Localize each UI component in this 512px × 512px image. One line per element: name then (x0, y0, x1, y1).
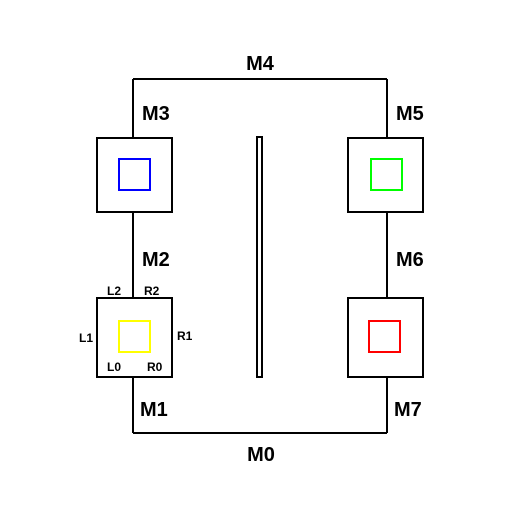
node-top-right (347, 137, 424, 213)
node-bottom-right (347, 297, 424, 378)
segment-label-m6: M6 (396, 249, 424, 271)
segment-label-m7: M7 (394, 399, 422, 421)
segment-label-m2: M2 (142, 249, 170, 271)
center-divider (256, 136, 263, 378)
segment-label-m5: M5 (396, 103, 424, 125)
port-label-l2: L2 (107, 284, 121, 298)
node-bottom-left-indicator (118, 320, 151, 353)
port-label-l0: L0 (107, 360, 121, 374)
segment-label-m4: M4 (246, 53, 275, 75)
port-label-l1: L1 (79, 331, 93, 345)
port-label-r0: R0 (147, 360, 163, 374)
node-bottom-right-indicator (368, 320, 401, 353)
node-top-right-indicator (370, 158, 403, 191)
port-label-r1: R1 (177, 329, 193, 343)
segment-label-m0: M0 (247, 444, 275, 466)
segment-label-m3: M3 (142, 103, 170, 125)
node-bottom-left (96, 297, 173, 378)
segment-label-m1: M1 (140, 399, 168, 421)
port-label-r2: R2 (144, 284, 160, 298)
node-top-left-indicator (118, 158, 151, 191)
node-top-left (96, 137, 173, 213)
